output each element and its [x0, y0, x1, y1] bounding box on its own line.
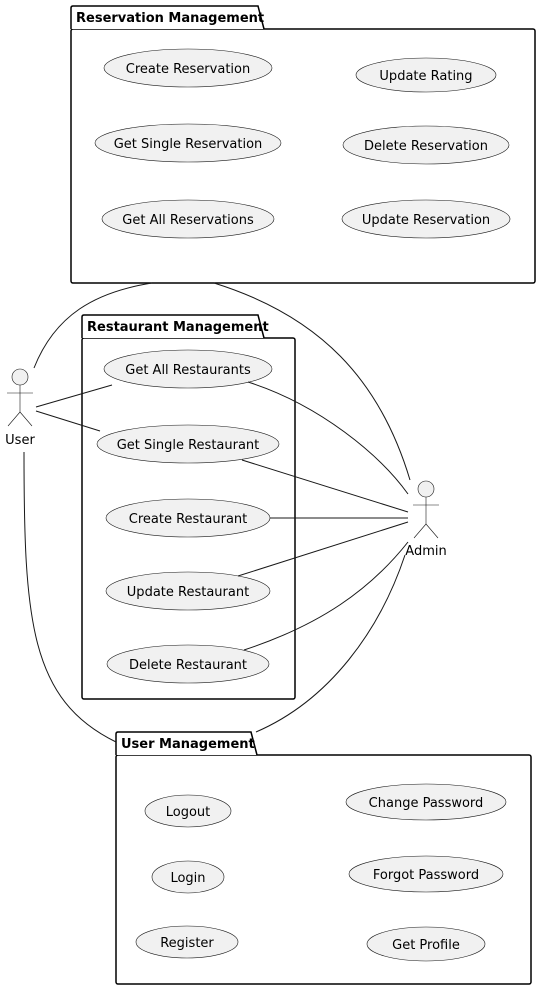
use-case-forgot-password[interactable]: Forgot Password: [348, 855, 504, 893]
use-case-label: Get Single Restaurant: [117, 438, 260, 453]
use-case-label: Get All Restaurants: [125, 363, 251, 378]
actor-admin-label: Admin: [405, 544, 446, 559]
use-case-label: Create Restaurant: [129, 512, 248, 527]
actor-user-label: User: [5, 433, 35, 448]
package-reservation-management: Reservation Management Create Reservatio…: [70, 5, 536, 284]
package-user-tab: [115, 731, 258, 756]
use-case-label: Register: [160, 936, 214, 951]
package-user-title: User Management: [121, 737, 255, 752]
actor-admin[interactable]: Admin: [405, 480, 447, 559]
assoc-admin-get-single-restaurant: [241, 459, 409, 513]
use-case-label: Update Rating: [379, 69, 472, 84]
use-case-update-reservation[interactable]: Update Reservation: [341, 199, 511, 239]
use-case-label: Forgot Password: [373, 868, 479, 883]
use-case-get-profile[interactable]: Get Profile: [366, 926, 486, 962]
actor-admin-head: [417, 480, 435, 498]
use-case-label: Create Reservation: [126, 62, 250, 77]
use-case-change-password[interactable]: Change Password: [345, 783, 507, 821]
use-case-label: Get All Reservations: [122, 213, 254, 228]
package-restaurant-management: Restaurant Management Get All Restaurant…: [81, 314, 296, 700]
use-case-logout[interactable]: Logout: [144, 794, 232, 828]
use-case-get-all-reservations[interactable]: Get All Reservations: [101, 199, 275, 239]
package-reservation-tab: [70, 5, 265, 30]
package-restaurant-title: Restaurant Management: [87, 320, 269, 335]
assoc-admin-delete-restaurant: [243, 541, 409, 651]
assoc-admin-update-restaurant: [237, 521, 409, 577]
use-case-update-restaurant[interactable]: Update Restaurant: [105, 571, 271, 611]
use-case-delete-reservation[interactable]: Delete Reservation: [342, 125, 510, 165]
use-case-delete-restaurant[interactable]: Delete Restaurant: [106, 644, 270, 684]
use-case-label: Update Restaurant: [127, 585, 249, 600]
use-case-label: Change Password: [369, 796, 484, 811]
use-case-label: Update Reservation: [362, 213, 490, 228]
assoc-user-get-single-restaurant: [35, 410, 101, 432]
use-case-create-reservation[interactable]: Create Reservation: [103, 48, 273, 88]
use-case-login[interactable]: Login: [151, 860, 225, 894]
use-case-update-rating[interactable]: Update Rating: [355, 57, 497, 93]
assoc-admin-reservation: [213, 282, 411, 481]
use-case-get-all-restaurants[interactable]: Get All Restaurants: [103, 349, 273, 389]
assoc-admin-user-management: [255, 554, 406, 733]
package-reservation-title: Reservation Management: [76, 11, 264, 26]
assoc-user-reservation: [33, 282, 153, 369]
package-restaurant-tab: [81, 314, 265, 339]
use-case-label: Login: [170, 871, 205, 886]
actor-user[interactable]: User: [5, 368, 35, 448]
use-case-create-restaurant[interactable]: Create Restaurant: [105, 498, 271, 538]
use-case-label: Delete Reservation: [364, 139, 488, 154]
assoc-user-get-all-restaurants: [35, 384, 113, 408]
package-user-management: User Management Logout Login Register Ch…: [115, 731, 532, 985]
assoc-user-user-management: [23, 451, 117, 743]
use-case-get-single-reservation[interactable]: Get Single Reservation: [94, 123, 282, 163]
use-case-label: Delete Restaurant: [129, 658, 247, 673]
use-case-label: Get Single Reservation: [114, 137, 263, 152]
use-case-label: Logout: [166, 805, 211, 820]
use-case-label: Get Profile: [392, 938, 460, 953]
use-case-get-single-restaurant[interactable]: Get Single Restaurant: [96, 424, 280, 464]
actor-user-head: [11, 368, 29, 386]
use-case-register[interactable]: Register: [135, 925, 239, 959]
associations: [23, 282, 411, 743]
assoc-admin-get-all-restaurants: [247, 381, 409, 495]
